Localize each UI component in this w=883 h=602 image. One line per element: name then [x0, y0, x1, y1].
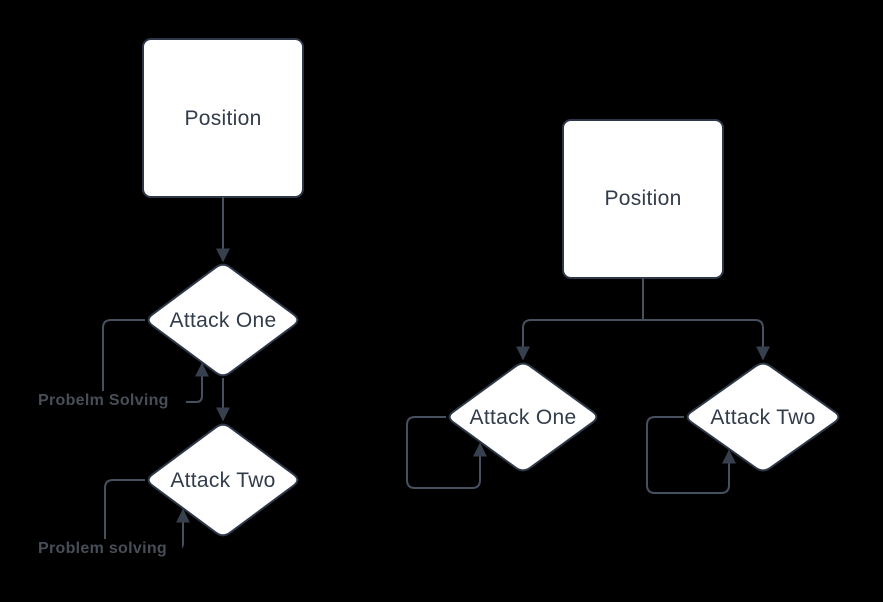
- right-position-label: Position: [604, 187, 681, 210]
- left-attack-one-loop-label: Probelm Solving: [38, 392, 169, 409]
- right-attack-one-node: [448, 362, 598, 472]
- right-attack-two-node: [686, 362, 840, 472]
- right-edge-position-to-attack-two: [643, 319, 770, 361]
- right-attack-two-label: Attack Two: [710, 406, 815, 429]
- right-attack-one-loop-edge: [406, 416, 487, 489]
- right-attack-two-loop-edge: [646, 416, 736, 494]
- left-flowchart: Position Attack One Attack Two Probelm S…: [36, 38, 304, 559]
- right-edge-position-to-attack-one: [516, 319, 643, 361]
- right-attack-one-label: Attack One: [470, 406, 577, 429]
- left-attack-two-label: Attack Two: [170, 469, 275, 492]
- left-position-label: Position: [184, 107, 261, 130]
- right-flowchart: Position Attack One Attack Two: [406, 119, 840, 494]
- left-attack-one-node: [147, 263, 299, 377]
- left-attack-two-loop-label-bg: [36, 539, 182, 559]
- left-attack-one-label: Attack One: [170, 309, 277, 332]
- left-attack-two-loop-label: Problem solving: [38, 540, 167, 557]
- left-attack-two-node: [147, 423, 299, 537]
- left-attack-one-loop-label-bg: [36, 391, 186, 412]
